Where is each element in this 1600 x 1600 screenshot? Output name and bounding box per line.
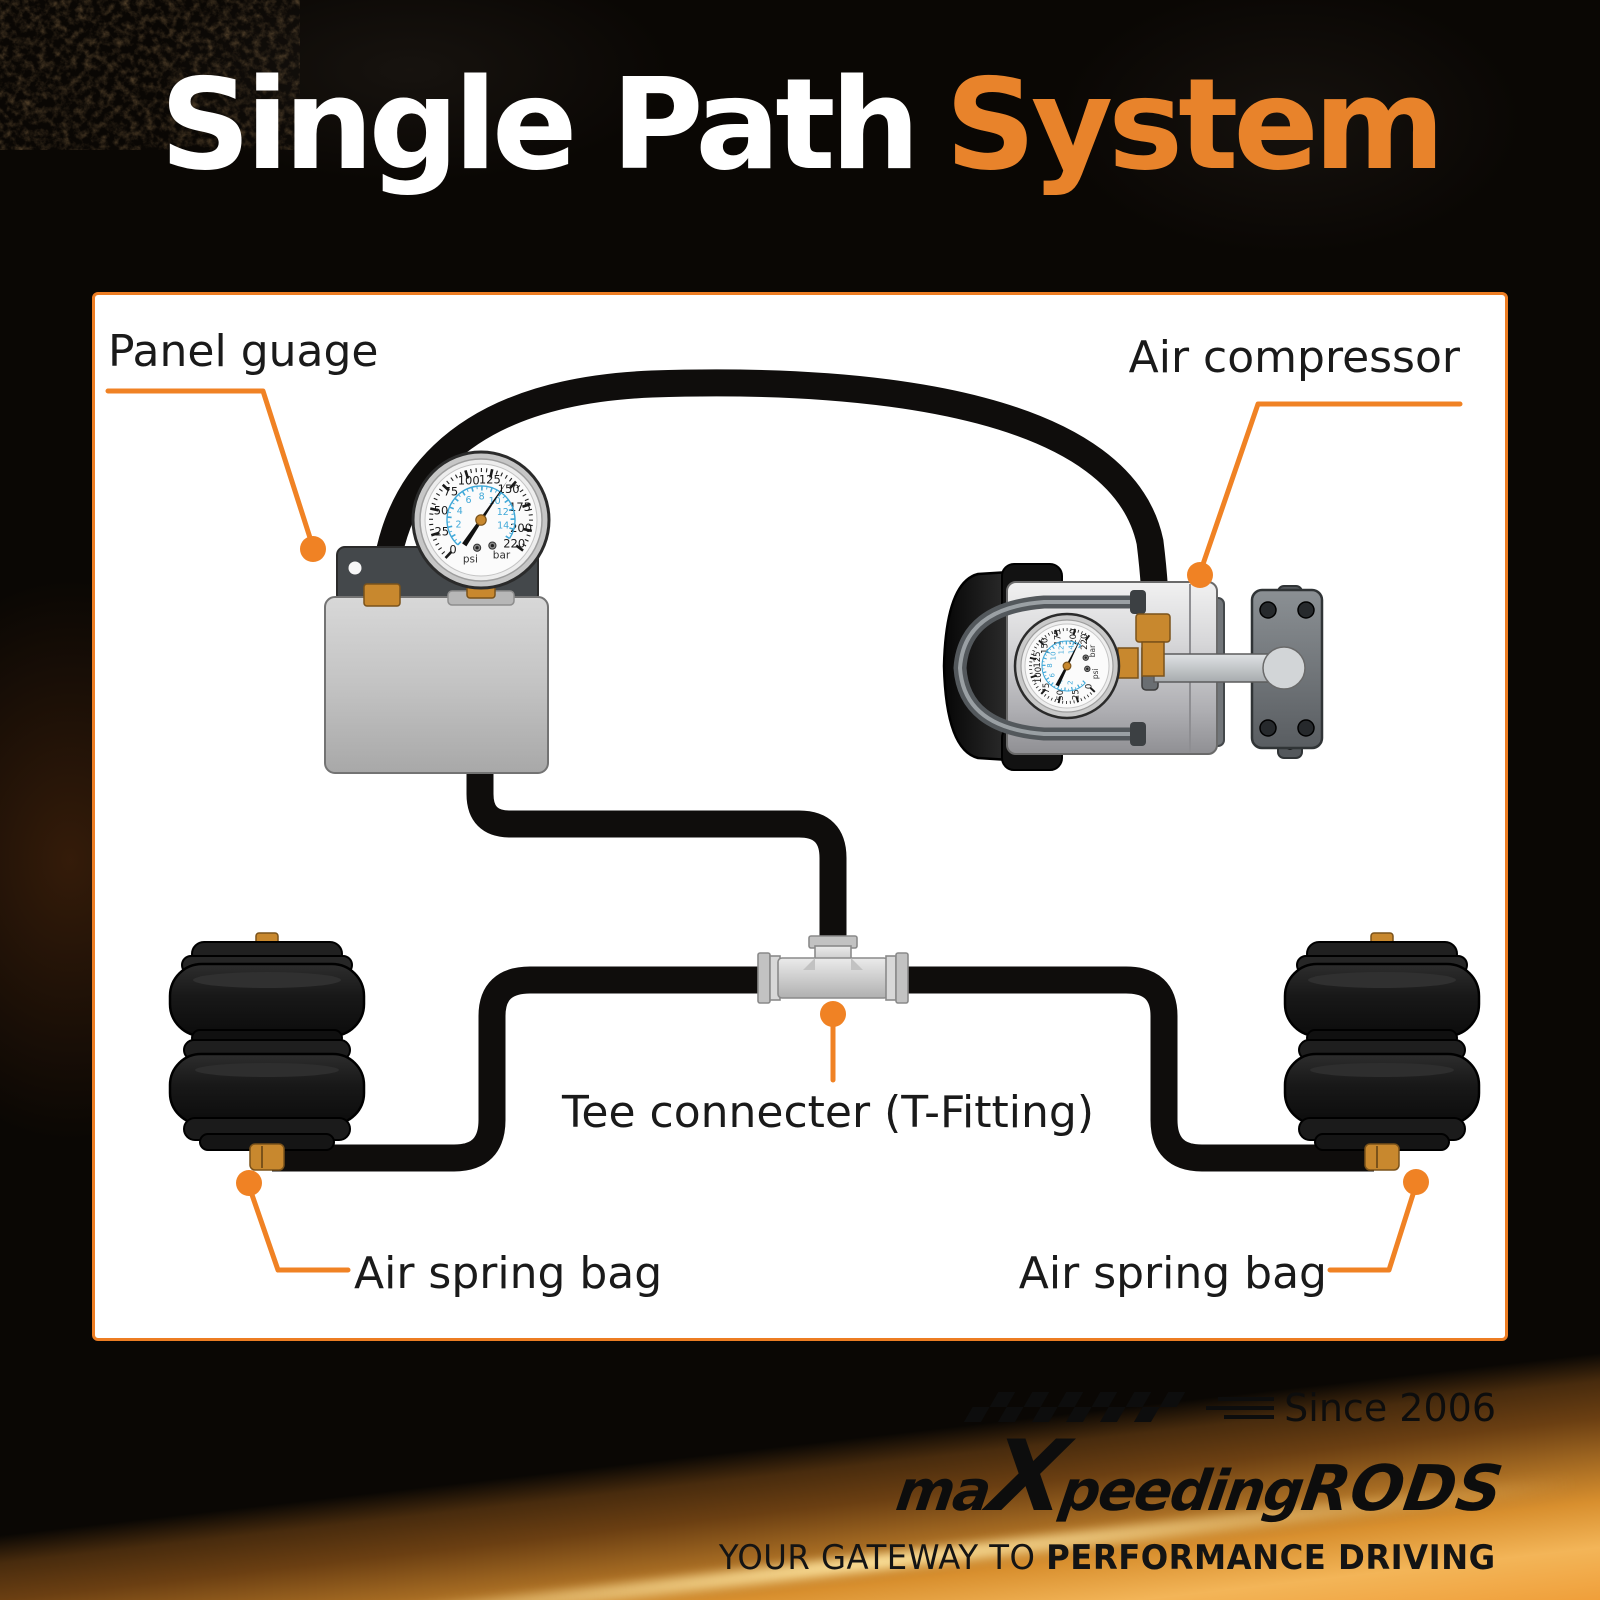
svg-text:50: 50	[434, 503, 449, 517]
air-compressor-unit	[942, 563, 1324, 771]
svg-text:6: 6	[1049, 672, 1057, 677]
air-line-gauge-to-tee	[466, 770, 847, 944]
svg-text:100: 100	[1034, 667, 1044, 683]
title-orange: System	[945, 51, 1445, 198]
svg-text:125: 125	[479, 472, 501, 486]
svg-text:150: 150	[1040, 638, 1050, 654]
label-air-spring-bag-left: Air spring bag	[354, 1248, 662, 1299]
svg-text:bar: bar	[493, 550, 511, 562]
svg-text:220: 220	[1080, 634, 1090, 650]
air-line-left-bag-to-tee	[272, 966, 792, 1172]
callouts	[105, 388, 1463, 1273]
diagram-canvas: Panel guage Air compressor Tee connecter…	[105, 326, 1481, 1299]
panel-gauge-callout-line	[105, 388, 315, 547]
callout-dot	[1403, 1169, 1429, 1195]
tee-fitting	[757, 935, 909, 1004]
background-texture	[0, 0, 300, 150]
right-bag-callout-line	[1327, 1185, 1418, 1273]
svg-text:psi: psi	[463, 554, 478, 566]
svg-text:50: 50	[1056, 690, 1066, 701]
svg-text:200: 200	[1069, 629, 1079, 645]
brand-ma: ma	[892, 1459, 994, 1524]
label-panel-gauge: Panel guage	[108, 326, 378, 377]
speed-lines-icon	[1206, 1397, 1275, 1419]
svg-text:75: 75	[444, 485, 459, 499]
air-line-right-bag-to-tee	[874, 966, 1374, 1172]
svg-text:25: 25	[434, 525, 449, 539]
svg-text:2: 2	[456, 519, 462, 530]
callout-dot	[236, 1170, 262, 1196]
svg-text:2: 2	[1067, 680, 1075, 684]
callout-dot	[300, 536, 326, 562]
brand-logo: Since 2006 maXpeedingRODS YOUR GATEWAY T…	[678, 1386, 1507, 1578]
svg-text:10: 10	[1049, 651, 1057, 660]
brand-wordmark: maXpeedingRODS	[678, 1420, 1512, 1534]
checkered-flag-icon	[964, 1392, 1186, 1422]
label-tee-connector: Tee connecter (T-Fitting)	[561, 1087, 1094, 1138]
diagram-panel: Panel guage Air compressor Tee connecter…	[92, 292, 1508, 1341]
svg-text:150: 150	[498, 482, 520, 496]
callout-dot	[820, 1001, 846, 1027]
since-text: Since 2006	[1284, 1386, 1496, 1430]
mount-screws	[1259, 601, 1315, 737]
svg-text:psi: psi	[1091, 668, 1100, 679]
svg-text:125: 125	[1033, 651, 1043, 667]
svg-text:6: 6	[465, 495, 471, 506]
callout-dot	[1187, 562, 1213, 588]
svg-text:8: 8	[479, 492, 485, 503]
air-spring-bag-left	[168, 931, 366, 1172]
svg-text:8: 8	[1046, 663, 1054, 667]
svg-text:10: 10	[489, 496, 501, 507]
svg-text:75: 75	[1042, 683, 1052, 694]
air-line-gauge-to-compressor	[370, 369, 1170, 633]
label-air-compressor: Air compressor	[1129, 332, 1461, 383]
title-white: Single Path	[159, 51, 920, 198]
svg-text:25: 25	[1071, 689, 1081, 700]
svg-text:100: 100	[458, 473, 480, 487]
brand-rods: RODS	[1297, 1452, 1508, 1525]
svg-text:220: 220	[503, 537, 525, 551]
svg-text:12: 12	[1057, 645, 1065, 654]
gauge-inlet-fitting	[363, 583, 401, 607]
compressor-gauge-scale: 02550751001251501752002202468101214psiba…	[1028, 627, 1100, 705]
compressor-callout-line	[1198, 401, 1463, 573]
svg-text:175: 175	[509, 500, 531, 514]
svg-text:175: 175	[1053, 629, 1063, 645]
svg-text:bar: bar	[1088, 644, 1097, 657]
left-bag-callout-line	[247, 1186, 351, 1273]
label-air-spring-bag-right: Air spring bag	[1019, 1248, 1327, 1299]
tagline-bold: PERFORMANCE DRIVING	[1046, 1538, 1496, 1578]
svg-text:0: 0	[449, 542, 456, 556]
svg-text:0: 0	[1084, 684, 1094, 689]
svg-text:4: 4	[457, 506, 463, 517]
air-spring-bag-right	[1283, 931, 1481, 1172]
svg-text:12: 12	[497, 507, 509, 518]
svg-text:200: 200	[510, 521, 532, 535]
piston-rod	[1153, 653, 1281, 683]
svg-text:14: 14	[497, 521, 509, 532]
tagline-regular: YOUR GATEWAY TO	[719, 1538, 1047, 1578]
brand-tagline: YOUR GATEWAY TO PERFORMANCE DRIVING	[719, 1538, 1496, 1578]
brand-peeding: peeding	[1056, 1459, 1307, 1524]
svg-text:14: 14	[1068, 645, 1076, 654]
compressor-inlet-fitting	[1135, 613, 1171, 643]
